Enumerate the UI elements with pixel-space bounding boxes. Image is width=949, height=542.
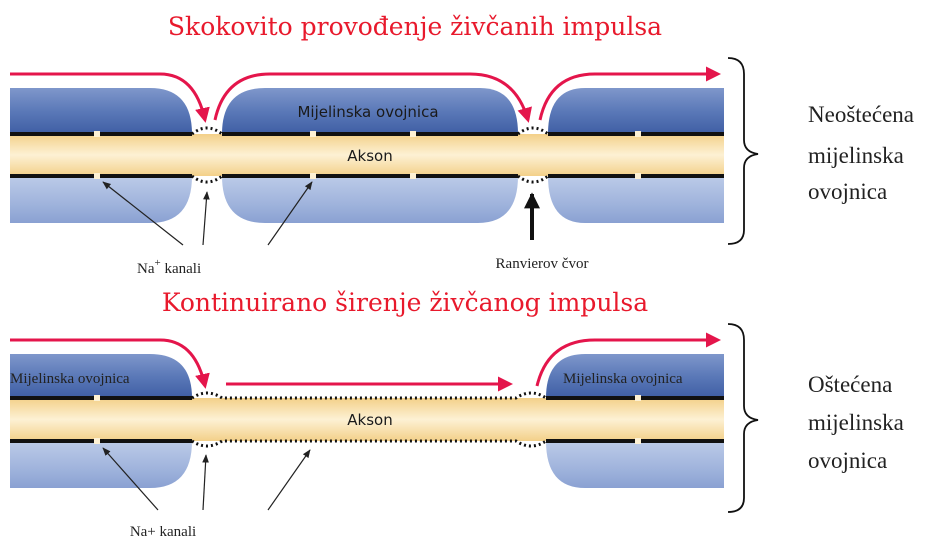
top-side-label-3: ovojnica <box>808 179 887 204</box>
top-diagram: Mijelinska ovojnica Akson Na+ kanali Ran… <box>10 57 914 277</box>
top-side-label-1: Neoštećena <box>808 102 914 127</box>
bottom-diagram: Mijelinska ovojnica Mijelinska ovojnica … <box>10 323 904 540</box>
top-axon-label: Akson <box>347 147 392 165</box>
top-channel-pointers <box>102 181 313 246</box>
bottom-side-label-2: mijelinska <box>808 410 904 435</box>
bottom-na-channels-label: Na+ kanali <box>130 524 196 540</box>
bottom-myelin-lower-right <box>546 441 724 488</box>
bottom-myelin-upper-right <box>546 354 724 398</box>
top-nodes <box>191 126 549 184</box>
bottom-channel-pointers <box>102 447 311 511</box>
top-axon <box>10 134 724 176</box>
bottom-side-label-1: Oštećena <box>808 372 892 397</box>
bottom-exposed-membrane <box>191 391 547 448</box>
top-title: Skokovito provođenje živčanih impulsa <box>168 12 662 41</box>
bottom-myelin-lower-left <box>10 441 192 488</box>
top-myelin-upper-3 <box>548 88 724 134</box>
top-na-channels-label: Na+ kanali <box>137 257 201 277</box>
bottom-impulse-arrows <box>10 332 721 392</box>
bottom-myelin-upper-left <box>10 354 192 398</box>
bottom-myelin-right-label: Mijelinska ovojnica <box>563 371 683 387</box>
top-myelin-lower-2 <box>222 176 518 223</box>
top-brace <box>727 57 759 245</box>
bottom-side-label-3: ovojnica <box>808 448 887 473</box>
top-myelin-lower-1 <box>10 176 192 223</box>
bottom-axon <box>10 398 724 441</box>
bottom-myelin-left-label: Mijelinska ovojnica <box>10 371 130 387</box>
top-myelin-label: Mijelinska ovojnica <box>297 103 438 121</box>
top-myelin-lower-3 <box>548 176 724 223</box>
top-impulse-arrows <box>10 66 721 123</box>
bottom-brace <box>727 323 759 513</box>
top-side-label-2: mijelinska <box>808 143 904 168</box>
top-myelin-upper-1 <box>10 88 192 134</box>
bottom-axon-label: Akson <box>347 411 392 429</box>
bottom-channel-gaps <box>94 395 641 444</box>
top-channel-gaps <box>94 131 641 179</box>
top-myelin-upper-2 <box>222 88 518 134</box>
top-node-label: Ranvierov čvor <box>496 256 589 272</box>
bottom-title: Kontinuirano širenje živčanog impulsa <box>162 288 648 317</box>
